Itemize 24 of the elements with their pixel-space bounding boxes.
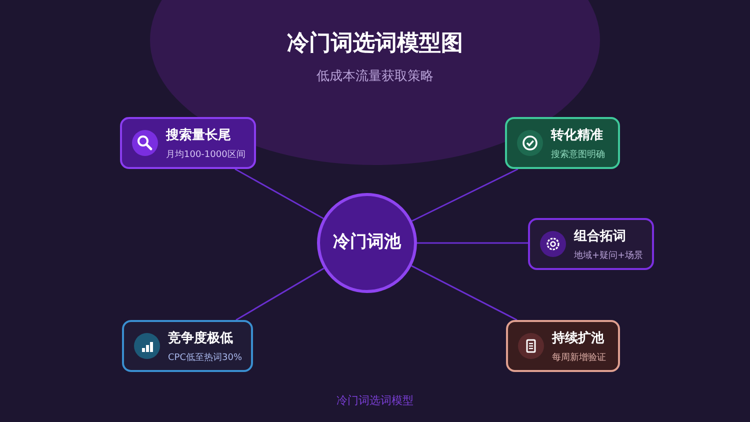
connector-line [234,168,324,220]
feature-card [506,320,620,372]
connector-line [412,168,518,222]
connector-line [236,268,324,321]
connector-line [417,242,528,244]
card-title: 持续扩池 [552,330,604,347]
card-subtitle: CPC低至热词30% [168,352,242,364]
card-subtitle: 每周新增验证 [552,352,606,364]
subtitle: 低成本流量获取策略 [316,68,434,85]
card-subtitle: 地域+疑问+场景 [574,250,644,262]
hub-label: 冷门词池 [332,231,402,253]
connector-line [411,265,518,321]
card-subtitle: 月均100-1000区间 [166,148,246,161]
title: 冷门词选词模型图 [286,30,464,58]
feature-card [122,320,253,372]
card-title: 组合拓词 [574,228,626,245]
footer-text: 冷门词选词模型 [336,393,414,408]
card-subtitle: 搜索意图明确 [551,148,605,161]
card-title: 搜索量长尾 [166,126,231,144]
card-title: 转化精准 [551,127,603,144]
feature-card [120,117,256,169]
feature-card [505,117,620,169]
card-title: 竞争度极低 [168,330,233,347]
feature-card [528,218,654,270]
